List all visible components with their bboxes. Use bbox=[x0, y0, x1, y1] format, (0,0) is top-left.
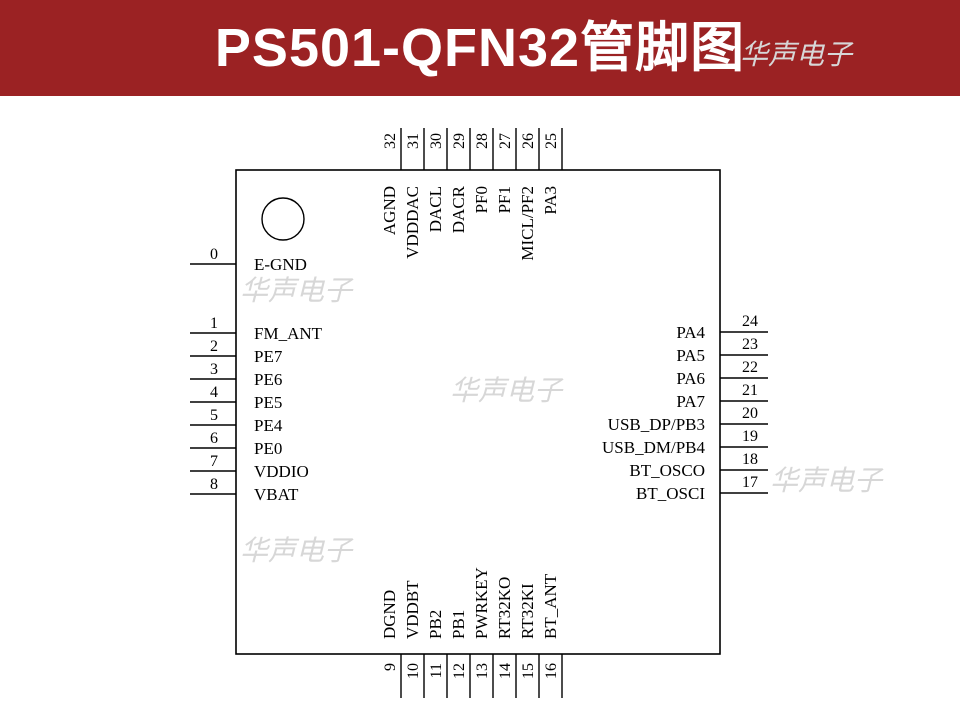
pin-number: 24 bbox=[742, 313, 758, 330]
pin-label: PE0 bbox=[254, 439, 282, 458]
pin-number: 9 bbox=[382, 663, 399, 671]
pin-label: VBAT bbox=[254, 485, 299, 504]
pin-number: 0 bbox=[210, 246, 218, 263]
pin-label: DACL bbox=[426, 186, 445, 232]
pin-label: E-GND bbox=[254, 255, 307, 274]
pin-number: 10 bbox=[405, 663, 422, 679]
pin-label: PB2 bbox=[426, 610, 445, 639]
pin-label: VDDIO bbox=[254, 462, 309, 481]
pin-label: MICL/PF2 bbox=[518, 186, 537, 261]
pin-label: PA3 bbox=[541, 186, 560, 215]
pin-number: 32 bbox=[382, 133, 399, 149]
title-banner bbox=[0, 0, 960, 96]
pin-label: PA7 bbox=[676, 392, 705, 411]
pin-number: 27 bbox=[497, 133, 514, 149]
pin-label: AGND bbox=[380, 186, 399, 235]
pin-label: PA4 bbox=[676, 323, 705, 342]
pin-number: 30 bbox=[428, 133, 445, 149]
pin-number: 11 bbox=[428, 663, 445, 678]
page-title: PS501-QFN32管脚图 bbox=[214, 18, 746, 78]
pin-number: 22 bbox=[742, 359, 758, 376]
pin-number: 7 bbox=[210, 453, 218, 470]
pin-label: USB_DM/PB4 bbox=[602, 438, 705, 457]
pin-label: FM_ANT bbox=[254, 324, 323, 343]
pin-label: PE7 bbox=[254, 347, 283, 366]
pin-label: PE6 bbox=[254, 370, 282, 389]
pin-label: RT32KO bbox=[495, 577, 514, 639]
pin-number: 29 bbox=[451, 133, 468, 149]
pin1-marker-circle bbox=[261, 197, 305, 241]
watermark-text: 华声电子 bbox=[770, 464, 884, 497]
pin-number: 31 bbox=[405, 133, 422, 149]
pin-number: 19 bbox=[742, 428, 758, 445]
pin-number: 17 bbox=[742, 474, 758, 491]
pin-number: 3 bbox=[210, 361, 218, 378]
pin-label: DACR bbox=[449, 185, 468, 233]
pin-number: 20 bbox=[742, 405, 758, 422]
watermark-text: 华声电子 bbox=[450, 374, 564, 407]
pin-label: VDDDAC bbox=[403, 186, 422, 259]
pin-number: 1 bbox=[210, 315, 218, 332]
pin-number: 12 bbox=[451, 663, 468, 679]
pin-number: 23 bbox=[742, 336, 758, 353]
watermark-text: 华声电子 bbox=[740, 38, 854, 71]
pin-label: BT_ANT bbox=[541, 573, 560, 639]
pin-label: PA5 bbox=[676, 346, 705, 365]
pin-number: 4 bbox=[210, 384, 218, 401]
pin-number: 5 bbox=[210, 407, 218, 424]
pin-number: 16 bbox=[543, 663, 560, 679]
watermark-text: 华声电子 bbox=[240, 274, 354, 307]
pin-label: BT_OSCI bbox=[636, 484, 705, 503]
pin-number: 26 bbox=[520, 133, 537, 149]
pin-number: 13 bbox=[474, 663, 491, 679]
pin-number: 14 bbox=[497, 663, 514, 679]
watermark-group: 华声电子 华声电子 华声电子 华声电子 华声电子 bbox=[240, 38, 884, 567]
pin-number: 2 bbox=[210, 338, 218, 355]
pin-label: PA6 bbox=[676, 369, 705, 388]
pin-number: 15 bbox=[520, 663, 537, 679]
pin-label: PWRKEY bbox=[472, 567, 491, 639]
pin-label: PE4 bbox=[254, 416, 283, 435]
pin-label: PB1 bbox=[449, 610, 468, 639]
pin-label: RT32KI bbox=[518, 583, 537, 639]
pin-number: 25 bbox=[543, 133, 560, 149]
pin-label: PF0 bbox=[472, 186, 491, 213]
pin-label: DGND bbox=[380, 590, 399, 639]
pin-label: VDDBT bbox=[403, 580, 422, 639]
pin-label: USB_DP/PB3 bbox=[608, 415, 705, 434]
chip-body bbox=[235, 169, 721, 655]
pin-number: 18 bbox=[742, 451, 758, 468]
watermark-text: 华声电子 bbox=[240, 534, 354, 567]
pin-label: BT_OSCO bbox=[629, 461, 705, 480]
pin-number: 21 bbox=[742, 382, 758, 399]
pin-number: 8 bbox=[210, 476, 218, 493]
pin-label: PF1 bbox=[495, 186, 514, 213]
pin-label: PE5 bbox=[254, 393, 282, 412]
pin-number: 28 bbox=[474, 133, 491, 149]
pin-number: 6 bbox=[210, 430, 218, 447]
